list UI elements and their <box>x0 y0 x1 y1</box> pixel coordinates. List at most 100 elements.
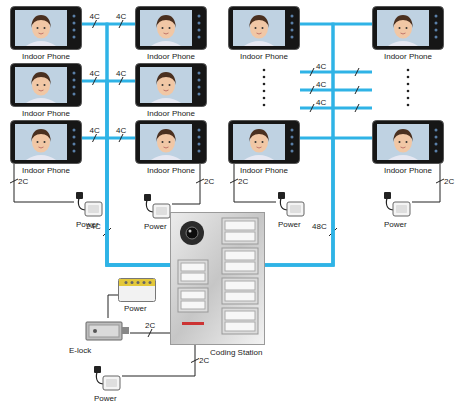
dot <box>407 76 410 79</box>
wire-count-label: 4C <box>316 62 326 71</box>
phone-screen <box>233 124 285 160</box>
wire-count-label: 4C <box>116 12 126 21</box>
phone-button <box>73 79 76 82</box>
indoor-phone: Indoor Phone <box>10 63 82 107</box>
power-adapter: Power <box>382 192 412 218</box>
power-plug <box>384 192 391 199</box>
child-body <box>151 155 181 160</box>
power-brick-face <box>88 205 99 213</box>
child-hair <box>393 129 413 142</box>
phone-button <box>73 86 76 89</box>
power-adapter-art <box>382 192 412 218</box>
indoor-phone-art <box>372 120 444 164</box>
wire-count-label: 2C <box>204 177 214 186</box>
power-brick-face <box>290 205 301 213</box>
child-mouth <box>164 33 169 34</box>
brand-mark <box>182 322 204 325</box>
indoor-phone: Indoor Phone <box>135 6 207 50</box>
phone-button <box>198 79 201 82</box>
camera-glint <box>189 230 192 233</box>
phone-button <box>435 29 438 32</box>
button-module <box>178 288 208 312</box>
call-button <box>225 322 255 331</box>
phone-frame <box>136 7 207 50</box>
indoor-phone-art <box>372 6 444 50</box>
wire-count-label: 4C <box>316 80 326 89</box>
child-eye <box>169 27 171 29</box>
indoor-phone: Indoor Phone <box>10 120 82 164</box>
call-button <box>181 273 205 281</box>
psu-terminal-band <box>119 279 155 286</box>
node-label: Power <box>144 222 167 231</box>
child-body <box>26 98 56 103</box>
call-button <box>225 262 255 271</box>
phone-button <box>73 72 76 75</box>
power-supply-art <box>118 278 156 302</box>
phone-button <box>198 36 201 39</box>
call-button <box>225 221 255 230</box>
power-wire <box>122 345 195 376</box>
call-button <box>225 251 255 260</box>
bus-branch <box>300 71 372 74</box>
wire-count-tick <box>10 179 18 183</box>
node-label: Indoor Phone <box>115 109 227 118</box>
phone-button <box>291 29 294 32</box>
phone-button <box>198 72 201 75</box>
phone-button <box>291 15 294 18</box>
dot <box>407 97 410 100</box>
child-hair <box>156 129 176 142</box>
wire-count-tick <box>119 77 123 85</box>
phone-button <box>73 143 76 146</box>
phone-screen <box>15 10 67 46</box>
power-brick <box>287 202 304 216</box>
phone-button <box>73 22 76 25</box>
node-label: Indoor Phone <box>208 52 320 61</box>
power-brick <box>393 202 410 216</box>
bus-branch <box>300 107 372 110</box>
phone-button <box>198 29 201 32</box>
child-eye <box>162 84 164 86</box>
indoor-phone-art <box>10 63 82 107</box>
node-label: Indoor Phone <box>0 109 102 118</box>
node-label: Coding Station <box>210 348 262 357</box>
child-body <box>26 155 56 160</box>
psu-terminal <box>125 281 128 284</box>
lock-body <box>86 322 122 340</box>
wire-count-label: 4C <box>116 126 126 135</box>
phone-frame <box>229 7 300 50</box>
child-mouth <box>164 147 169 148</box>
dot <box>263 97 266 100</box>
wire-count-tick <box>355 68 359 76</box>
child-eye <box>262 141 264 143</box>
child-mouth <box>164 90 169 91</box>
child-eye <box>162 27 164 29</box>
call-button <box>181 301 205 309</box>
phone-button <box>435 129 438 132</box>
wire-count-label: 2C <box>444 177 454 186</box>
button-module <box>222 278 258 304</box>
node-label: E-lock <box>69 346 91 355</box>
electric-lock-art <box>85 318 130 344</box>
dot <box>407 104 410 107</box>
node-label: Power <box>384 220 407 229</box>
phone-button <box>198 93 201 96</box>
phone-button <box>198 136 201 139</box>
phone-screen <box>140 124 192 160</box>
psu-body <box>119 279 156 302</box>
wire-count-tick <box>355 104 359 112</box>
wire-count-label: 2C <box>145 321 155 330</box>
node-label: Power <box>94 394 117 403</box>
child-eye <box>37 141 39 143</box>
wire-count-tick <box>93 20 97 28</box>
wire-count-tick <box>93 134 97 142</box>
child-body <box>388 155 418 160</box>
phone-screen <box>377 124 429 160</box>
child-body <box>26 41 56 46</box>
power-plug <box>144 194 151 201</box>
child-body <box>244 155 274 160</box>
child-hair <box>31 129 51 142</box>
child-eye <box>406 141 408 143</box>
indoor-phone-art <box>10 6 82 50</box>
phone-button <box>198 143 201 146</box>
